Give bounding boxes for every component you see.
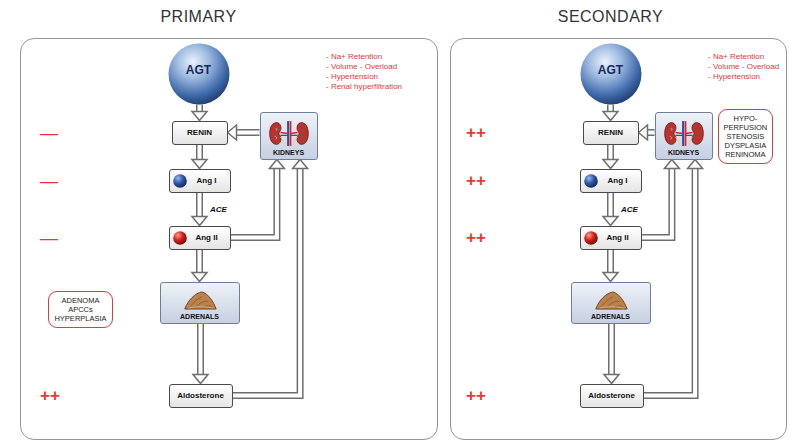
node-label: Aldosterone bbox=[177, 391, 224, 400]
kidney-illustration bbox=[663, 120, 705, 147]
flow-arrow bbox=[231, 160, 285, 238]
molecule-ball bbox=[173, 231, 187, 245]
molecule-ball bbox=[173, 174, 187, 188]
organ-box: KIDNEYS bbox=[655, 112, 713, 160]
kidney-illustration bbox=[268, 120, 310, 147]
node-label: KIDNEYS bbox=[668, 149, 699, 156]
flow-arrow bbox=[603, 250, 618, 282]
decrease-sign: — bbox=[40, 172, 58, 190]
node-label: ADENOMA APCCs HYPERPLASIA bbox=[54, 296, 106, 323]
increase-sign: ++ bbox=[466, 124, 486, 142]
increase-sign: ++ bbox=[466, 229, 486, 247]
process-box: Ang I bbox=[580, 169, 642, 193]
process-box: Ang II bbox=[169, 226, 231, 250]
effect-note: - Hypertension bbox=[326, 72, 378, 82]
node-label: HYPO-PERFUSION STENOSIS DYSPLASIA RENINO… bbox=[724, 114, 768, 159]
flow-arrow bbox=[642, 160, 680, 238]
molecule-ball bbox=[584, 174, 598, 188]
flow-arrow bbox=[603, 145, 618, 169]
flow-arrow bbox=[192, 105, 207, 121]
process-box: Ang I bbox=[169, 169, 231, 193]
flow-arrow bbox=[192, 145, 207, 169]
diagram-panel: PRIMARYAGTRENINAng IAng IIKIDNEYSADRENAL… bbox=[20, 38, 438, 440]
organ-box: ADRENALS bbox=[571, 282, 651, 324]
enzyme-label: ACE bbox=[210, 205, 227, 215]
substrate-sphere: AGT bbox=[580, 43, 642, 105]
diagram-panel: SECONDARYAGTRENINAng IAng IIKIDNEYSADREN… bbox=[450, 38, 787, 440]
effect-note: - Na+ Retention bbox=[326, 52, 382, 62]
increase-sign: ++ bbox=[466, 387, 486, 405]
effect-note: - Renal hyperfiltration bbox=[326, 82, 402, 92]
flow-arrow bbox=[233, 160, 308, 396]
flow-arrow bbox=[192, 193, 207, 226]
node-label: AGT bbox=[186, 63, 211, 77]
flow-arrow bbox=[192, 250, 207, 282]
process-box: Ang II bbox=[580, 226, 642, 250]
adrenal-illustration bbox=[181, 290, 219, 311]
flow-arrow bbox=[228, 125, 260, 140]
node-label: ADRENALS bbox=[180, 313, 219, 320]
process-box: Aldosterone bbox=[580, 384, 644, 408]
effect-note: - Na+ Retention bbox=[708, 52, 764, 62]
node-label: Ang I bbox=[197, 176, 217, 185]
cause-callout: HYPO-PERFUSION STENOSIS DYSPLASIA RENINO… bbox=[718, 109, 774, 164]
process-box: Aldosterone bbox=[169, 384, 233, 408]
node-label: Ang II bbox=[606, 233, 628, 242]
process-box: RENIN bbox=[583, 121, 639, 145]
panel-title: PRIMARY bbox=[160, 8, 236, 26]
node-label: Ang I bbox=[608, 176, 628, 185]
flow-arrow bbox=[604, 324, 619, 384]
effect-note: - Hypertension bbox=[708, 72, 760, 82]
node-label: RENIN bbox=[598, 128, 623, 137]
increase-sign: ++ bbox=[40, 387, 60, 405]
flow-arrow bbox=[603, 105, 618, 121]
panel-title: SECONDARY bbox=[558, 8, 664, 26]
cause-callout: ADENOMA APCCs HYPERPLASIA bbox=[48, 291, 112, 328]
molecule-ball bbox=[584, 231, 598, 245]
flow-arrow bbox=[603, 193, 618, 226]
process-box: RENIN bbox=[172, 121, 228, 145]
node-label: Ang II bbox=[195, 233, 217, 242]
enzyme-label: ACE bbox=[621, 205, 638, 215]
organ-box: KIDNEYS bbox=[260, 112, 318, 160]
node-label: AGT bbox=[598, 63, 623, 77]
flow-arrow bbox=[644, 160, 703, 396]
decrease-sign: — bbox=[40, 229, 58, 247]
organ-box: ADRENALS bbox=[160, 282, 240, 324]
node-label: Aldosterone bbox=[588, 391, 635, 400]
effect-note: - Volume - Overload bbox=[326, 62, 397, 72]
decrease-sign: — bbox=[40, 124, 58, 142]
node-label: RENIN bbox=[187, 128, 212, 137]
node-label: ADRENALS bbox=[591, 313, 630, 320]
node-label: KIDNEYS bbox=[273, 149, 304, 156]
flow-arrow bbox=[639, 125, 655, 140]
adrenal-illustration bbox=[592, 290, 630, 311]
flow-arrow bbox=[193, 324, 208, 384]
substrate-sphere: AGT bbox=[168, 43, 230, 105]
effect-note: - Volume - Overload bbox=[708, 62, 779, 72]
increase-sign: ++ bbox=[466, 172, 486, 190]
